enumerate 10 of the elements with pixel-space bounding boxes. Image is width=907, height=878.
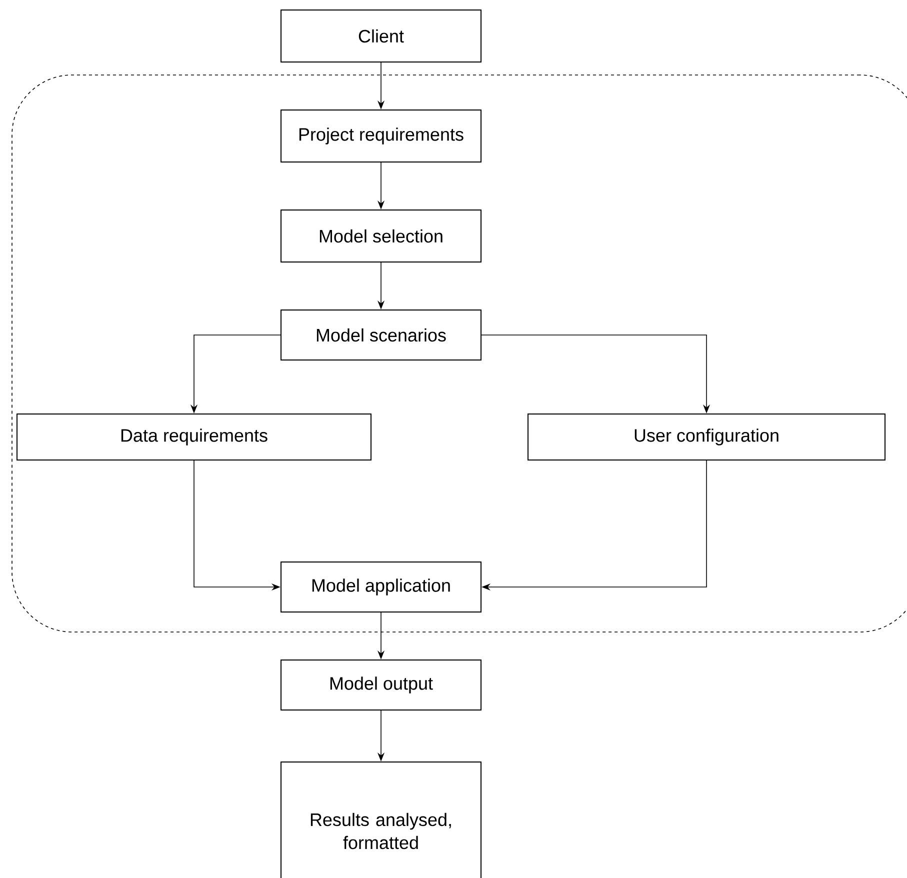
process-box: Model application (280, 562, 482, 612)
process-box: Model selection (280, 210, 482, 262)
process-box: Model output (280, 660, 482, 710)
process-box: Project requirements (280, 110, 482, 162)
group-boundary (12, 74, 907, 632)
process-box: Client (280, 10, 482, 62)
process-box: User configuration (528, 414, 886, 460)
process-box: Data requirements (16, 414, 372, 460)
process-box: Model scenarios (280, 310, 482, 360)
process-box: Results analysed, formatted (280, 762, 482, 878)
